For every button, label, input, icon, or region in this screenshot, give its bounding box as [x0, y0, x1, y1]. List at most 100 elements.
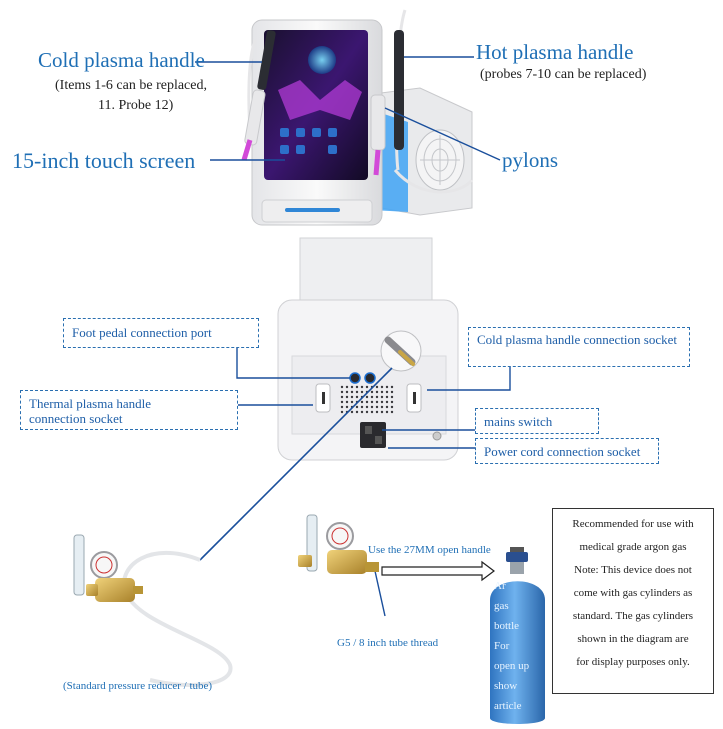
cylinder-line: Ar [494, 580, 506, 592]
top-device [241, 9, 474, 226]
vent-hole [340, 405, 344, 409]
vent-hole [355, 405, 359, 409]
label-pylons: pylons [502, 148, 559, 172]
vent-hole [375, 410, 379, 414]
cylinder-line: gas [494, 600, 509, 612]
vent-hole [375, 395, 379, 399]
rear-device [277, 237, 459, 461]
vent-hole [345, 385, 349, 389]
vent-hole [360, 390, 364, 394]
note-line: shown in the diagram are [577, 633, 689, 645]
label-cold-items-line2: 11. Probe 12) [98, 98, 174, 113]
vent-hole [365, 410, 369, 414]
vent-hole [350, 390, 354, 394]
vent-hole [355, 390, 359, 394]
label-tube-thread: G5 / 8 inch tube thread [337, 637, 439, 649]
flow-arrow [381, 560, 495, 582]
label-pressure-reducer: (Standard pressure reducer / tube) [63, 680, 213, 692]
vent-hole [365, 385, 369, 389]
note-line: for display purposes only. [576, 656, 690, 668]
label-mains-switch: mains switch [475, 408, 599, 434]
vent-hole [385, 410, 389, 414]
label-hot-plasma-handle: Hot plasma handle [476, 40, 634, 64]
vent-hole [370, 405, 374, 409]
vent-hole [370, 395, 374, 399]
argon-note-box: Recommended for use with medical grade a… [552, 508, 714, 694]
vent-hole [340, 400, 344, 404]
vent-hole [390, 390, 394, 394]
vent-hole [370, 390, 374, 394]
label-thermal-socket-line2: connection socket [29, 411, 123, 426]
vent-hole [350, 395, 354, 399]
vent-hole [380, 400, 384, 404]
vent-hole [340, 385, 344, 389]
cylinder-line: bottle [494, 620, 520, 632]
note-line: Recommended for use with [572, 518, 694, 530]
vent-hole [345, 400, 349, 404]
vent-hole [340, 390, 344, 394]
note-line: come with gas cylinders as [573, 587, 693, 599]
vent-hole [360, 410, 364, 414]
vent-hole [350, 410, 354, 414]
vent-hole [360, 385, 364, 389]
vent-hole [360, 400, 364, 404]
vent-hole [355, 395, 359, 399]
vent-hole [390, 395, 394, 399]
note-line: medical grade argon gas [579, 541, 687, 553]
label-cold-socket: Cold plasma handle connection socket [468, 327, 690, 367]
vent-hole [380, 410, 384, 414]
note-line: Note: This device does not [574, 564, 692, 576]
vent-hole [390, 385, 394, 389]
label-power-cord-socket: Power cord connection socket [475, 438, 659, 464]
label-hot-probes: (probes 7-10 can be replaced) [480, 67, 647, 82]
label-thermal-socket: Thermal plasma handle connection socket [20, 390, 238, 430]
vent-hole [365, 405, 369, 409]
leader-lines [195, 56, 511, 617]
label-thermal-socket-line1: Thermal plasma handle [29, 396, 152, 411]
argon-gas-cylinder [490, 547, 545, 724]
label-cold-plasma-handle: Cold plasma handle [38, 48, 205, 72]
vent-hole [385, 405, 389, 409]
label-touch-screen: 15-inch touch screen [12, 148, 196, 173]
vent-hole [385, 390, 389, 394]
vent-hole [350, 385, 354, 389]
vent-hole [350, 400, 354, 404]
label-cold-items-line1: (Items 1-6 can be replaced, [55, 78, 207, 93]
vent-hole [375, 405, 379, 409]
cold-plasma-handle [241, 30, 276, 161]
cylinder-line: open up [494, 660, 530, 672]
pressure-reducer-middle [298, 514, 379, 574]
vent-hole [380, 405, 384, 409]
cylinder-line: show [494, 680, 518, 692]
vent-hole [365, 395, 369, 399]
pressure-reducer-left [73, 534, 233, 687]
vent-hole [385, 395, 389, 399]
vent-hole [360, 405, 364, 409]
vent-hole [375, 400, 379, 404]
vent-hole [345, 390, 349, 394]
vent-hole [340, 410, 344, 414]
vent-hole [375, 385, 379, 389]
vent-hole [355, 410, 359, 414]
vent-hole [390, 410, 394, 414]
vent-hole [390, 400, 394, 404]
note-line: standard. The gas cylinders [572, 610, 694, 622]
vent-hole [345, 405, 349, 409]
label-open-handle: Use the 27MM open handle [368, 544, 491, 556]
vent-hole [340, 395, 344, 399]
cylinder-label: Ar gas bottle For open up show article [494, 576, 542, 716]
vent-hole [375, 390, 379, 394]
vent-hole [355, 385, 359, 389]
vent-hole [385, 385, 389, 389]
vent-hole [345, 395, 349, 399]
hot-plasma-handle [370, 9, 407, 176]
vent-hole [365, 400, 369, 404]
vent-hole [390, 405, 394, 409]
label-foot-pedal-port: Foot pedal connection port [63, 318, 259, 348]
cylinder-line: For [494, 640, 510, 652]
vent-hole [385, 400, 389, 404]
vent-hole [380, 385, 384, 389]
vent-hole [380, 395, 384, 399]
